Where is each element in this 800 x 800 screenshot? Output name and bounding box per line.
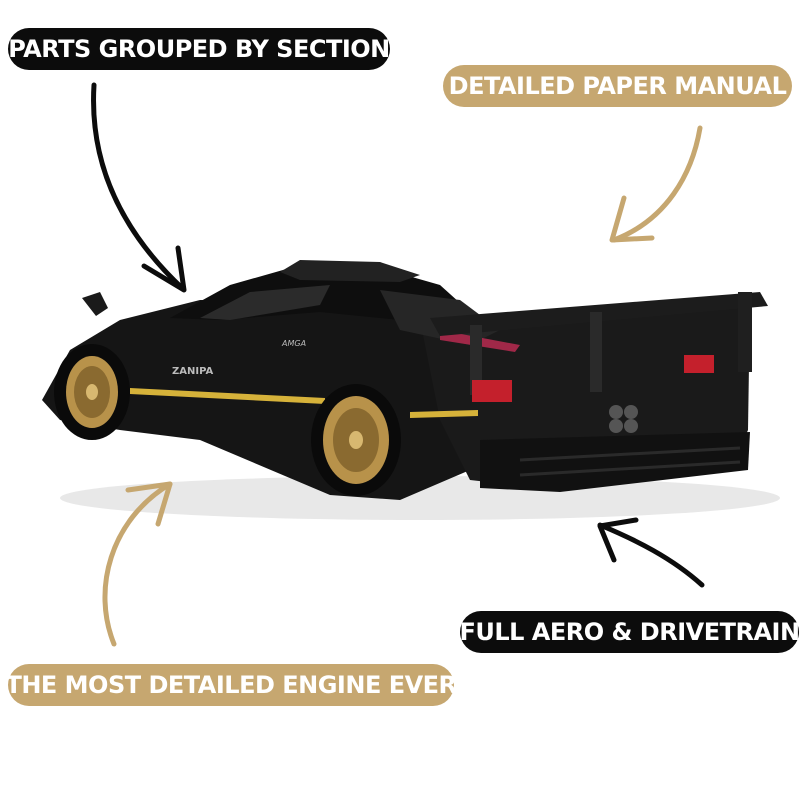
rear-wheel <box>311 384 401 496</box>
rear-diffuser <box>480 432 750 492</box>
tail-light-right <box>684 355 714 373</box>
wing-endplate <box>738 292 752 372</box>
side-name-text: ZANIPA <box>172 366 213 377</box>
exhaust-pipe <box>624 405 638 419</box>
callout-paper-manual-label: DETAILED PAPER MANUAL <box>448 72 787 100</box>
mirror-logo-text: AMGA <box>281 339 306 348</box>
arrow-aero-icon <box>597 517 705 588</box>
rear-stripe <box>410 410 478 418</box>
callout-aero-drivetrain: FULL AERO & DRIVETRAIN <box>459 611 800 653</box>
callout-parts-grouped-label: PARTS GROUPED BY SECTION <box>8 35 390 63</box>
callout-detailed-engine-label: THE MOST DETAILED ENGINE EVER <box>5 671 457 699</box>
wing-strut-left <box>470 325 482 395</box>
exhaust-pipe <box>609 419 623 433</box>
car-window <box>200 285 330 320</box>
exhaust-pipe <box>609 405 623 419</box>
tail-light-left <box>472 380 512 402</box>
callout-detailed-engine: THE MOST DETAILED ENGINE EVER <box>5 664 457 706</box>
arrow-engine-icon <box>102 481 173 647</box>
exhaust-pipe <box>624 419 638 433</box>
arrow-parts-icon <box>91 82 187 293</box>
callout-aero-drivetrain-label: FULL AERO & DRIVETRAIN <box>459 618 800 646</box>
front-wheel <box>54 344 130 440</box>
wing-strut-right <box>590 312 602 392</box>
arrow-manual-icon <box>609 125 703 243</box>
callout-paper-manual: DETAILED PAPER MANUAL <box>443 65 792 107</box>
car-roof-scoop <box>280 260 420 282</box>
side-mirror <box>82 292 108 316</box>
callout-parts-grouped: PARTS GROUPED BY SECTION <box>8 28 390 70</box>
side-stripe <box>130 388 325 404</box>
